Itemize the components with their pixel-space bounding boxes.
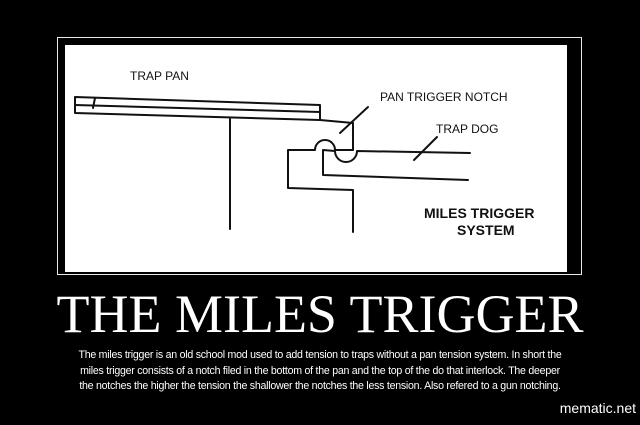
notch-pointer (339, 106, 369, 134)
trigger-body (287, 139, 354, 233)
label-trap-dog: TRAP DOG (436, 122, 498, 136)
caption-line: The miles trigger is an old school mod u… (78, 349, 562, 361)
label-trap-pan: TRAP PAN (130, 69, 189, 83)
label-pan-trigger-notch: PAN TRIGGER NOTCH (380, 90, 508, 104)
poster-caption: The miles trigger is an old school mod u… (0, 348, 640, 395)
poster-title: THE MILES TRIGGER (56, 284, 584, 344)
diagram-image (65, 45, 567, 272)
label-system-line1: MILES TRIGGER (424, 205, 534, 221)
trap-dog-pointer (413, 136, 438, 161)
trap-dog-shape (322, 149, 471, 181)
watermark: mematic.net (559, 400, 636, 416)
trap-pan-midline (74, 104, 321, 113)
caption-line: the notches the higher the tension the s… (79, 380, 561, 392)
caption-line: miles trigger consists of a notch filed … (80, 364, 560, 377)
picture-frame (57, 37, 582, 275)
trap-pan-pointer (92, 97, 96, 109)
pan-underside (319, 119, 354, 124)
label-system-line2: SYSTEM (457, 222, 515, 238)
